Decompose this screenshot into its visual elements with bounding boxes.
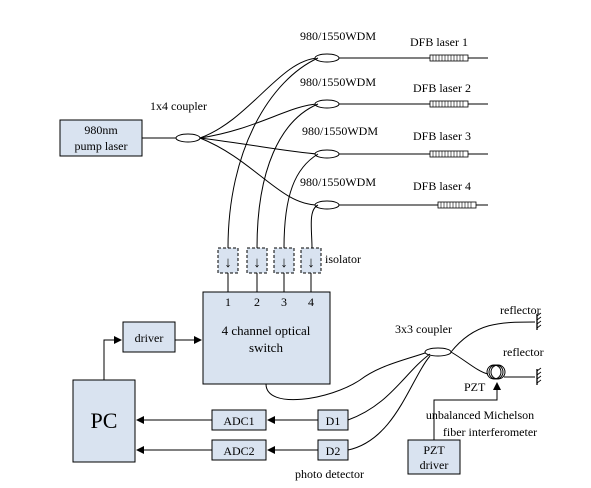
adc1-label: ADC1: [223, 414, 254, 428]
pump-laser-label-1: 980nm: [84, 123, 118, 137]
wdm-3-label: 980/1550WDM: [302, 124, 378, 138]
pzt-driver-label-2: driver: [420, 458, 449, 472]
driver-label: driver: [135, 331, 164, 345]
interferometer-label-1: unbalanced Michelson: [426, 408, 534, 422]
photo-detector-label: photo detector: [295, 467, 364, 481]
fiber-wdm4-iso4: [310, 204, 319, 249]
fiber-coupler-d1: [347, 353, 431, 421]
coupler-3x3-label: 3x3 coupler: [395, 322, 452, 336]
isolator-3-arrow-icon: ↓: [280, 255, 288, 271]
fiber-coupler-wdm1: [199, 57, 319, 139]
fiber-arm-pzt: [450, 351, 489, 375]
wdm-1-label: 980/1550WDM: [300, 29, 376, 43]
fiber-coupler-wdm3: [199, 137, 319, 155]
isolator-label: isolator: [325, 252, 361, 266]
dfb-4-label: DFB laser 4: [413, 179, 471, 193]
pzt-label: PZT: [464, 380, 486, 394]
reflector-1-label: reflector: [500, 303, 541, 317]
wdm-1: [314, 53, 340, 63]
isolator-1-arrow-icon: ↓: [224, 255, 232, 271]
isolator-2-arrow-icon: ↓: [253, 255, 261, 271]
fiber-coupler-wdm4: [199, 137, 319, 206]
dfb-grating-2: [429, 100, 469, 108]
optical-switch-label-2: switch: [249, 340, 283, 355]
optical-switch-box: [202, 291, 331, 385]
dfb-grating-3: [429, 150, 469, 158]
wdm-2: [314, 99, 340, 109]
dfb-3-label: DFB laser 3: [413, 129, 471, 143]
pzt-coil: [486, 364, 506, 380]
coupler-1x4: [175, 133, 201, 143]
channel-3-label: 3: [281, 295, 287, 309]
pc-label: PC: [91, 408, 118, 433]
driver-box: [122, 321, 176, 353]
fiber-wdm1-iso1: [227, 57, 319, 249]
dfb-1-label: DFB laser 1: [410, 35, 468, 49]
fiber-coupler-d2: [347, 355, 431, 451]
dfb-2-label: DFB laser 2: [413, 81, 471, 95]
reflector-1-mirror: [536, 312, 542, 330]
reflector-2-label: reflector: [503, 345, 544, 359]
optical-switch-label-1: 4 channel optical: [222, 323, 311, 338]
fiber-wdm3-iso3: [283, 153, 319, 249]
isolator-4-arrow-icon: ↓: [307, 255, 315, 271]
pzt-driver-box: [407, 439, 461, 475]
adc2-label: ADC2: [223, 444, 254, 458]
arrow-pzt-driver-pzt: [433, 382, 501, 440]
arrow-pc-driver: [103, 336, 122, 380]
interferometer-label-2: fiber interferometer: [443, 425, 537, 439]
channel-4-label: 4: [308, 295, 314, 309]
wdm-4-label: 980/1550WDM: [300, 175, 376, 189]
fiber-switch-coupler: [265, 351, 429, 401]
reflector-2-mirror: [536, 367, 542, 385]
wdm-4: [314, 200, 340, 210]
coupler-1x4-label: 1x4 coupler: [150, 99, 207, 113]
channel-1-label: 1: [225, 295, 231, 309]
detector-d2-label: D2: [326, 444, 341, 458]
fiber-wdm2-iso2: [256, 103, 319, 249]
detector-d1-label: D1: [326, 414, 341, 428]
pzt-driver-label-1: PZT: [423, 443, 445, 457]
pump-laser-box: [59, 119, 143, 157]
pump-laser-label-2: pump laser: [75, 139, 128, 153]
fiber-coupler-wdm2: [199, 103, 319, 139]
fiber-arm-reflector-1: [450, 321, 536, 353]
wdm-3: [314, 149, 340, 159]
dfb-grating-4: [437, 201, 477, 209]
dfb-grating-1: [429, 54, 469, 62]
wdm-2-label: 980/1550WDM: [300, 75, 376, 89]
channel-2-label: 2: [254, 295, 260, 309]
